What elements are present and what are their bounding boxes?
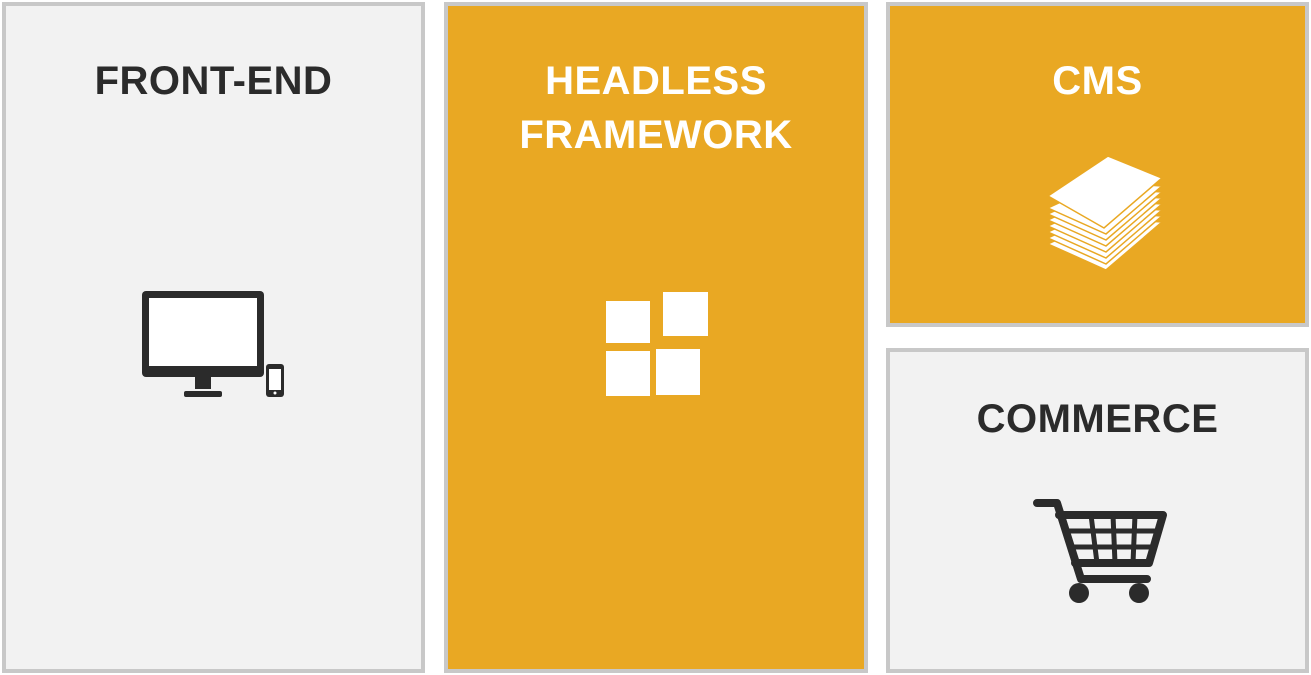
- desktop-and-phone-icon: [142, 291, 287, 401]
- frontend-title-line1: FRONT-END: [94, 59, 333, 103]
- cms-title-line1: CMS: [1052, 59, 1143, 103]
- headless-framework-panel: HEADLESS FRAMEWORK: [444, 2, 868, 673]
- commerce-panel: COMMERCE: [886, 348, 1309, 673]
- grid-blocks-icon: [602, 290, 712, 400]
- frontend-title: FRONT-END: [6, 54, 421, 108]
- headless-title-line2: FRAMEWORK: [519, 113, 793, 157]
- headless-title-line1: HEADLESS: [545, 59, 767, 103]
- shopping-cart-icon: [1033, 495, 1169, 605]
- commerce-title: COMMERCE: [890, 392, 1305, 446]
- commerce-title-line1: COMMERCE: [976, 397, 1219, 441]
- cms-title: CMS: [890, 54, 1305, 108]
- frontend-panel: FRONT-END: [2, 2, 425, 673]
- headless-title: HEADLESS FRAMEWORK: [448, 54, 864, 162]
- document-stack-icon: [1044, 152, 1166, 272]
- cms-panel: CMS: [886, 2, 1309, 327]
